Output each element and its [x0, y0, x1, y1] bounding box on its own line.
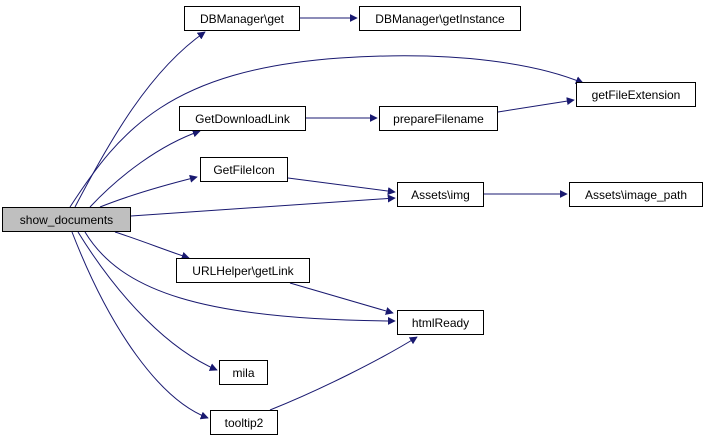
edge-urlhelper-getlink-to-htmlready	[289, 282, 394, 315]
edge-show-documents-to-dbmanager-get	[74, 31, 206, 208]
node-tooltip2[interactable]: tooltip2	[210, 410, 278, 435]
edge-show-documents-to-mila	[77, 231, 218, 371]
edge-tooltip2-to-htmlready	[269, 336, 418, 411]
node-mila[interactable]: mila	[219, 360, 268, 385]
edge-show-documents-to-htmlready	[84, 231, 396, 325]
edge-show-documents-to-getfileicon	[99, 174, 198, 208]
node-dbmanager-get[interactable]: DBManager\get	[184, 6, 300, 31]
node-assets-img[interactable]: Assets\img	[397, 182, 484, 207]
node-show-documents[interactable]: show_documents	[2, 207, 131, 232]
node-htmlready[interactable]: htmlReady	[397, 310, 484, 335]
node-assets-image-path[interactable]: Assets\image_path	[569, 182, 703, 207]
edge-show-documents-to-getdownloadlink	[89, 129, 201, 208]
node-dbmanager-getinstance[interactable]: DBManager\getInstance	[359, 6, 521, 31]
node-getfileextension[interactable]: getFileExtension	[576, 82, 696, 107]
node-urlhelper-getlink[interactable]: URLHelper\getLink	[176, 258, 310, 283]
node-getdownloadlink[interactable]: GetDownloadLink	[179, 106, 306, 131]
edge-show-documents-to-assets-img	[130, 194, 396, 217]
edge-show-documents-to-getfileextension	[69, 55, 584, 208]
node-preparefilename[interactable]: prepareFilename	[379, 106, 498, 131]
edge-getfileicon-to-assets-img	[287, 177, 396, 196]
edge-preparefilename-to-getfileextension	[497, 97, 575, 113]
edge-show-documents-to-tooltip2	[71, 231, 209, 420]
node-getfileicon[interactable]: GetFileIcon	[200, 157, 288, 182]
edge-show-documents-to-urlhelper-getlink	[114, 231, 190, 260]
